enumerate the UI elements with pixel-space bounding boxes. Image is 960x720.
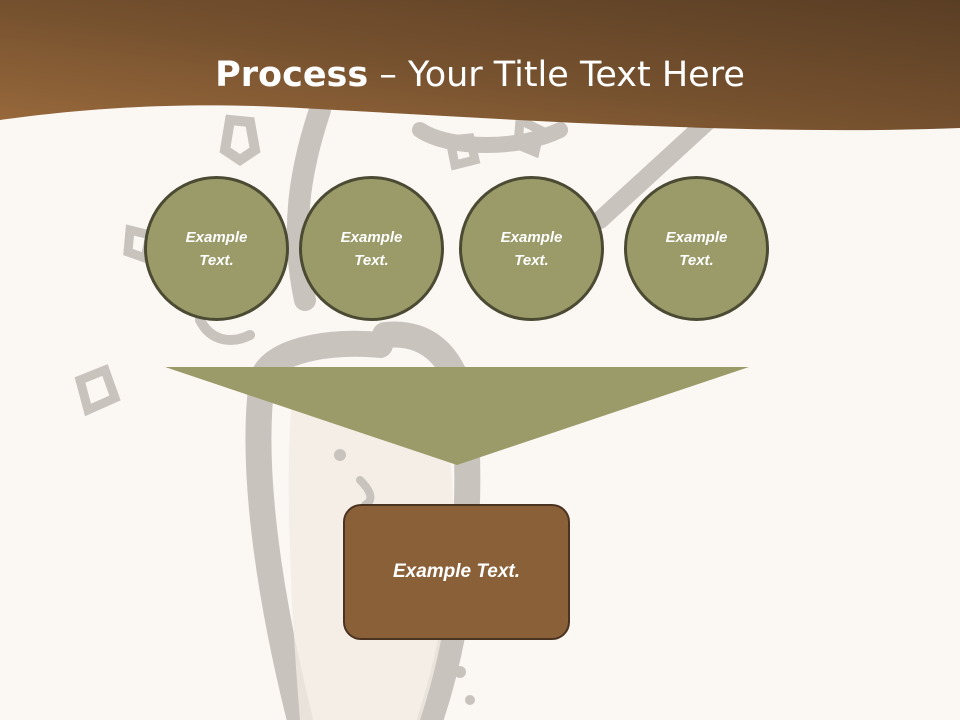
result-box: Example Text. bbox=[343, 504, 570, 640]
header-banner bbox=[0, 0, 960, 131]
page-title: Process – Your Title Text Here bbox=[0, 52, 960, 98]
title-rest: – Your Title Text Here bbox=[368, 55, 745, 95]
title-bold: Process bbox=[215, 55, 369, 95]
process-step-circle-1: Example Text. bbox=[144, 176, 289, 321]
process-step-label: Example Text. bbox=[185, 228, 248, 269]
process-step-circle-2: Example Text. bbox=[299, 176, 444, 321]
funnel-arrow bbox=[165, 367, 749, 465]
process-step-label: Example Text. bbox=[500, 228, 563, 269]
result-box-label: Example Text. bbox=[392, 561, 521, 582]
process-step-label: Example Text. bbox=[340, 228, 403, 269]
process-step-label: Example Text. bbox=[665, 228, 728, 269]
process-step-circle-3: Example Text. bbox=[459, 176, 604, 321]
process-step-circle-4: Example Text. bbox=[624, 176, 769, 321]
